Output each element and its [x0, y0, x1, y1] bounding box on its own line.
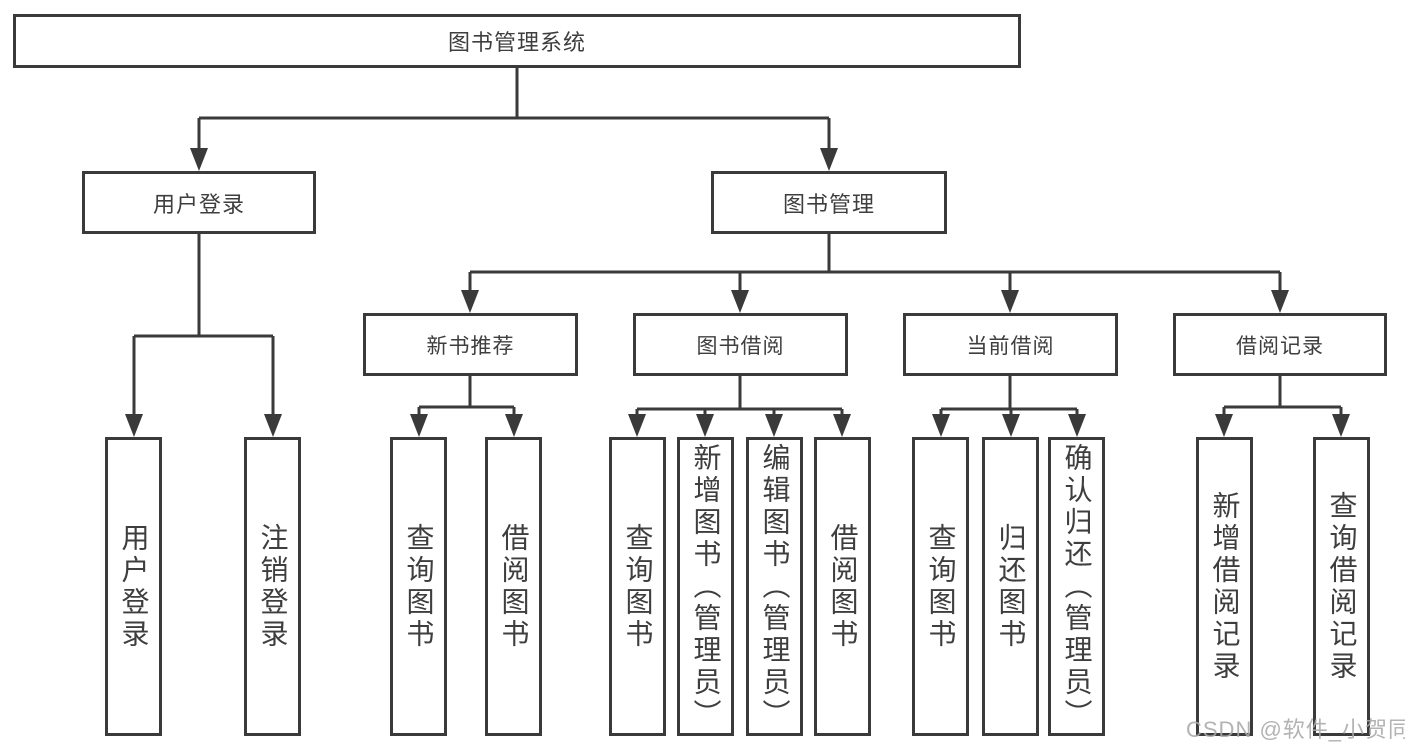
node-library-management-system: 图书管理系统	[13, 14, 1021, 68]
node-label: 查询图书	[925, 522, 957, 651]
node-current-borrowing: 当前借阅	[903, 313, 1118, 376]
node-label: 借阅图书	[827, 522, 859, 651]
node-book-management: 图书管理	[711, 171, 947, 234]
leaf-user-login: 用户登录	[105, 437, 162, 736]
leaf-query-borrow-record: 查询借阅记录	[1313, 437, 1370, 736]
node-label: 借阅图书	[498, 522, 530, 651]
node-label: 确认归还（管理员）	[1061, 442, 1093, 731]
node-label: 归还图书	[995, 522, 1027, 651]
node-label: 图书管理系统	[447, 30, 586, 55]
node-new-book-recommendation: 新书推荐	[363, 313, 578, 376]
node-book-borrowing: 图书借阅	[633, 313, 848, 376]
node-label: 新增借阅记录	[1209, 490, 1241, 683]
node-label: 用户登录	[152, 191, 245, 217]
node-label: 图书借阅	[696, 334, 785, 358]
leaf-query-books-recommend: 查询图书	[390, 437, 447, 736]
node-label: 查询图书	[403, 522, 435, 651]
node-borrowing-records: 借阅记录	[1173, 313, 1387, 376]
node-label: 借阅记录	[1236, 334, 1324, 358]
node-label: 用户登录	[118, 522, 150, 651]
csdn-watermark: CSDN @软件_小贺同学	[1186, 717, 1405, 742]
leaf-query-books-borrowing: 查询图书	[609, 437, 666, 736]
arrowheads	[125, 148, 1350, 437]
node-label: 编辑图书（管理员）	[759, 442, 791, 731]
leaf-logout: 注销登录	[244, 437, 301, 736]
leaf-borrow-books-borrowing: 借阅图书	[814, 437, 871, 736]
leaf-add-book-admin: 新增图书（管理员）	[677, 437, 734, 736]
node-label: 查询图书	[622, 522, 654, 651]
leaf-add-borrow-record: 新增借阅记录	[1196, 437, 1253, 736]
node-label: 注销登录	[257, 522, 289, 651]
node-label: 查询借阅记录	[1326, 490, 1358, 683]
node-label: 新增图书（管理员）	[690, 442, 722, 731]
node-label: 新书推荐	[426, 334, 515, 358]
node-label: 当前借阅	[966, 334, 1055, 358]
leaf-edit-book-admin: 编辑图书（管理员）	[746, 437, 803, 736]
leaf-confirm-return-admin: 确认归还（管理员）	[1048, 437, 1105, 736]
leaf-borrow-books-recommend: 借阅图书	[485, 437, 542, 736]
node-user-login: 用户登录	[82, 171, 316, 234]
node-label: 图书管理	[782, 191, 875, 217]
leaf-return-books: 归还图书	[982, 437, 1039, 736]
leaf-query-books-current: 查询图书	[912, 437, 969, 736]
